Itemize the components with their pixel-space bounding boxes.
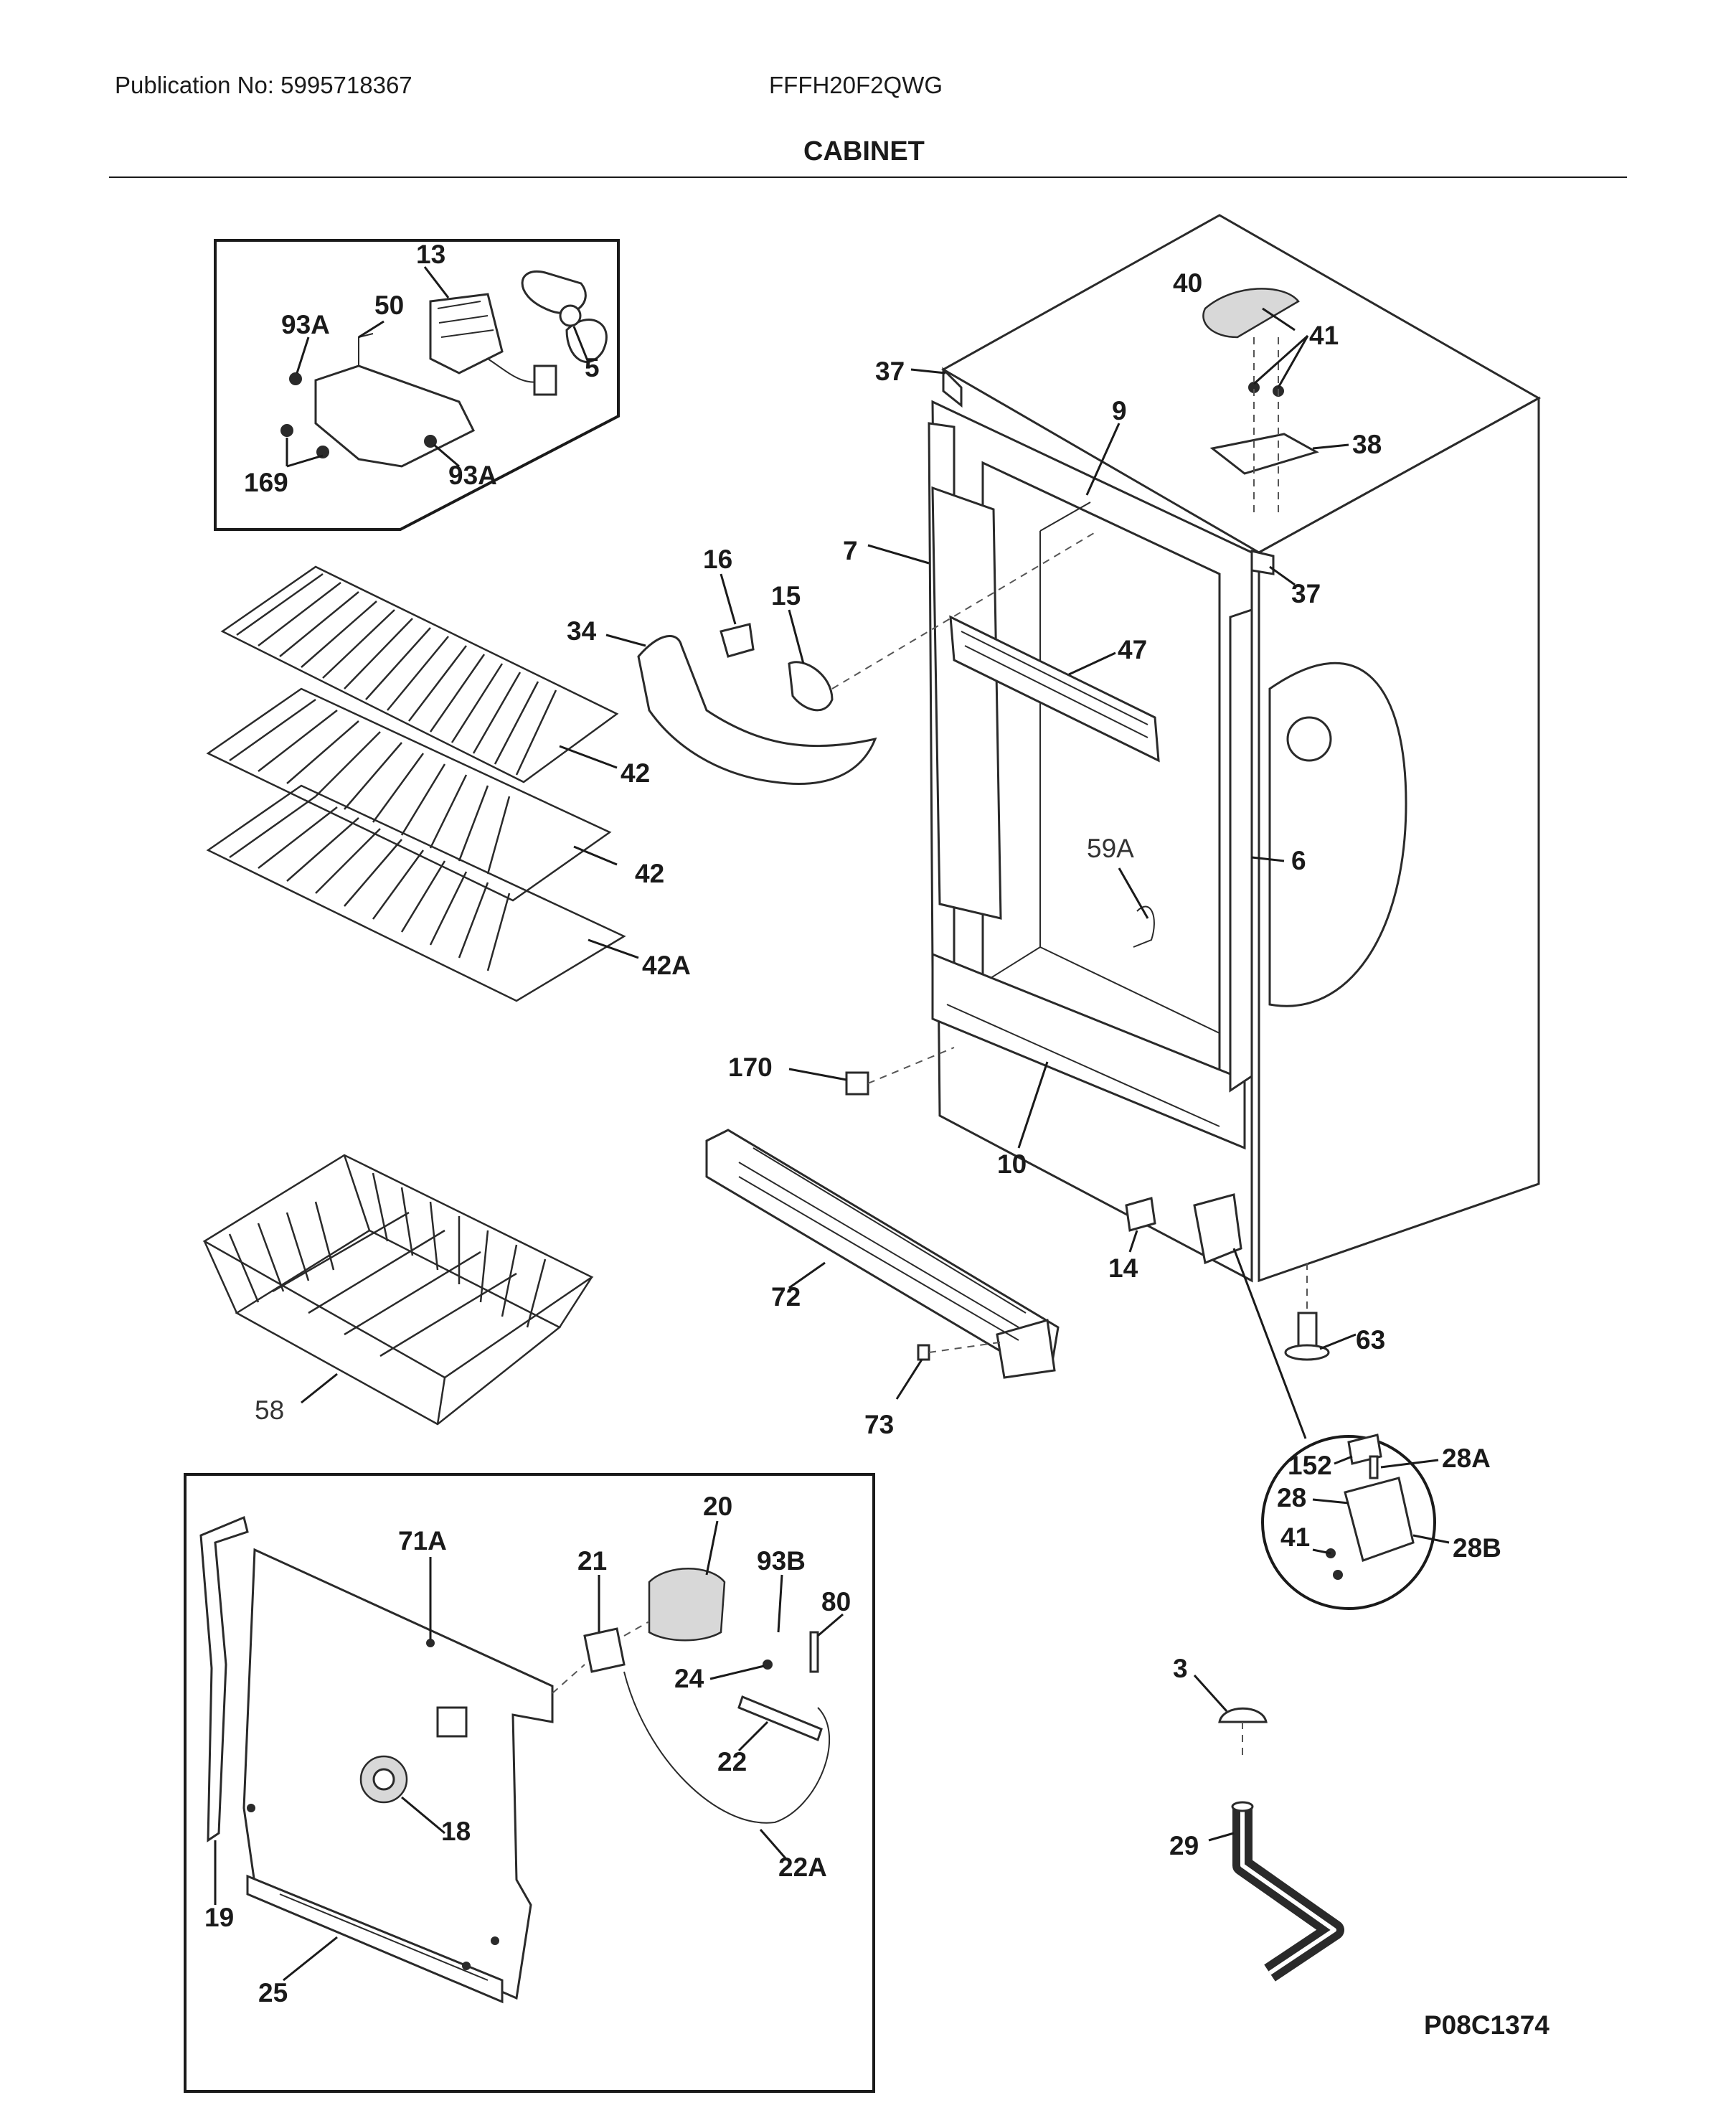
- label-63: 63: [1356, 1325, 1385, 1355]
- publication-number: Publication No: 5995718367: [115, 72, 412, 98]
- label-9: 9: [1112, 396, 1127, 425]
- label-20: 20: [703, 1492, 732, 1521]
- label-28a: 28A: [1442, 1444, 1491, 1473]
- label-3: 3: [1173, 1654, 1188, 1683]
- label-14: 14: [1108, 1253, 1138, 1283]
- label-6: 6: [1291, 846, 1306, 875]
- label-73: 73: [864, 1410, 894, 1439]
- label-93a-top: 93A: [281, 310, 330, 339]
- label-5: 5: [585, 353, 600, 382]
- label-29: 29: [1169, 1831, 1199, 1860]
- label-37-top: 37: [875, 357, 905, 386]
- label-42-middle: 42: [635, 859, 664, 888]
- section-title: CABINET: [803, 136, 925, 166]
- label-21: 21: [577, 1546, 607, 1576]
- label-22a: 22A: [778, 1853, 827, 1882]
- label-80: 80: [821, 1587, 851, 1616]
- label-37-right: 37: [1291, 579, 1321, 608]
- fan-motor-inset: 13 50 93A 5 169 93A: [214, 239, 620, 531]
- label-47: 47: [1118, 635, 1147, 664]
- label-41-inset: 41: [1280, 1522, 1310, 1552]
- label-93a-bottom: 93A: [448, 461, 497, 490]
- cabinet-body: 37 9 40 41 38 37 7 47 6 59A 10 63: [843, 214, 1542, 1361]
- label-72: 72: [771, 1282, 801, 1312]
- label-59a: 59A: [1087, 834, 1134, 863]
- label-16: 16: [703, 545, 732, 574]
- label-34: 34: [567, 616, 597, 646]
- label-71a: 71A: [398, 1526, 447, 1555]
- light-assembly: 34 16 15: [567, 530, 1098, 785]
- label-152: 152: [1288, 1451, 1332, 1480]
- label-93b: 93B: [757, 1546, 806, 1576]
- header-rule: [109, 176, 1627, 178]
- wire-shelves: 42 42 42A: [206, 565, 691, 1002]
- label-19: 19: [204, 1903, 234, 1932]
- label-15: 15: [771, 581, 801, 611]
- wire-basket: 58: [202, 1154, 594, 1426]
- label-28b: 28B: [1453, 1533, 1501, 1563]
- label-28: 28: [1277, 1483, 1306, 1512]
- label-58: 58: [255, 1395, 284, 1425]
- model-number: FFFH20F2QWG: [769, 72, 943, 98]
- label-10: 10: [997, 1149, 1027, 1179]
- label-50: 50: [374, 291, 404, 320]
- label-24: 24: [674, 1664, 704, 1693]
- label-42a: 42A: [642, 951, 691, 980]
- label-18: 18: [441, 1817, 471, 1846]
- figure-code: P08C1374: [1424, 2010, 1549, 2040]
- label-25: 25: [258, 1978, 288, 2007]
- label-40: 40: [1173, 268, 1202, 298]
- control-panel-inset: 20 71A 21 93B 80 24 22 18 22A 19 25: [184, 1473, 875, 2093]
- hinge-detail-inset: 152 28A 28 41 28B: [1232, 1248, 1501, 1610]
- label-13: 13: [416, 240, 445, 269]
- label-169: 169: [244, 468, 288, 497]
- label-38: 38: [1352, 430, 1382, 459]
- label-41-top: 41: [1309, 321, 1339, 350]
- label-22: 22: [717, 1747, 747, 1776]
- label-170: 170: [728, 1053, 773, 1082]
- label-42-upper: 42: [621, 758, 650, 788]
- kickplate-grille: 72 73 170 14: [705, 1047, 1156, 1439]
- plug-and-drain-tube: 3 29: [1169, 1654, 1344, 1982]
- label-7: 7: [843, 536, 858, 565]
